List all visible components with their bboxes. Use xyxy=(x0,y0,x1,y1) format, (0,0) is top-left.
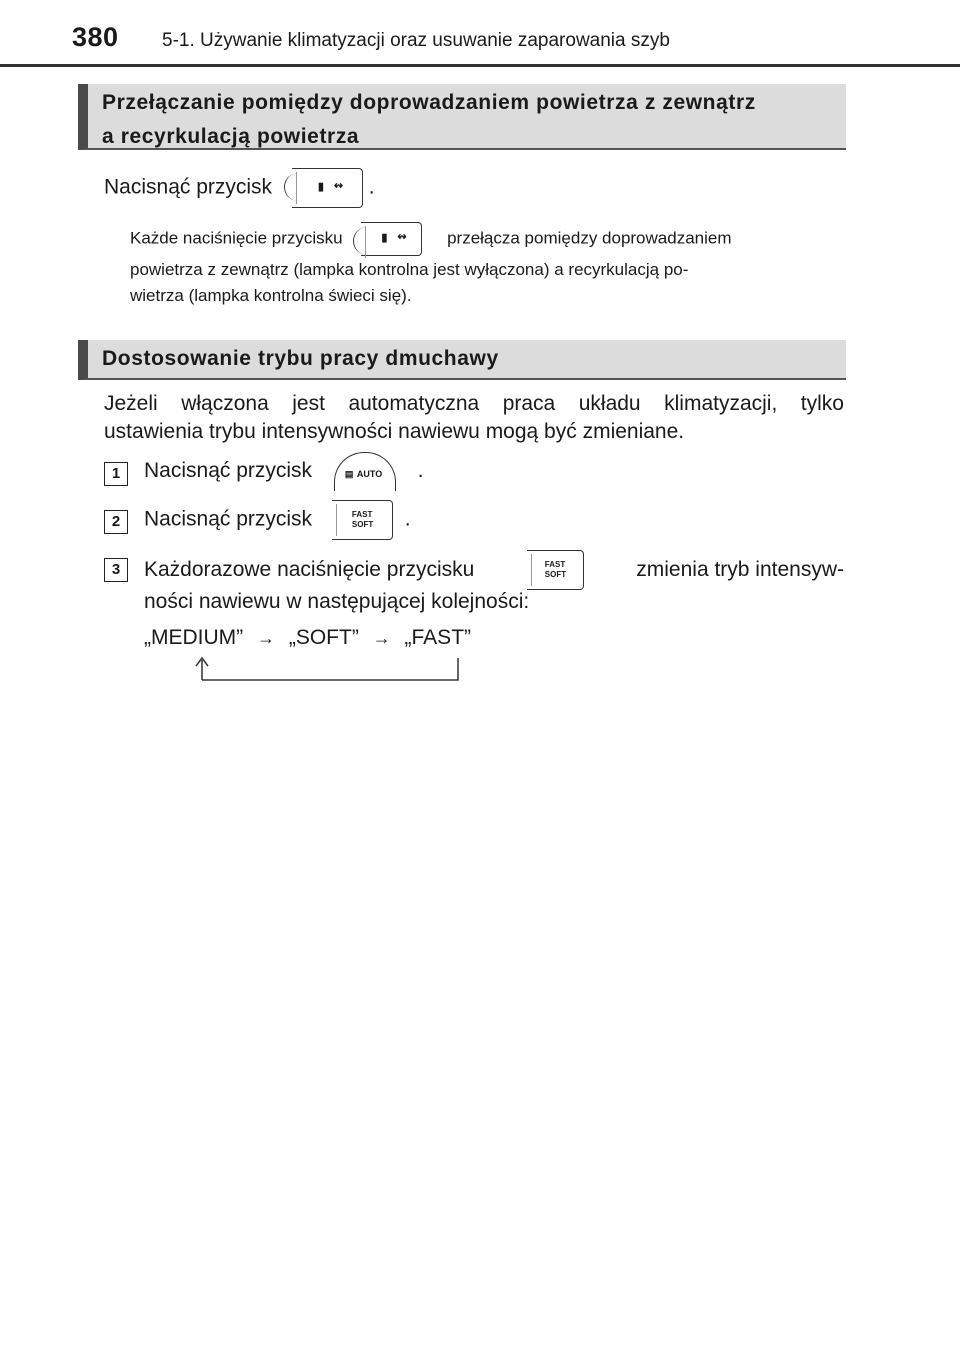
fast-label: FAST xyxy=(351,510,373,519)
bar-icon: ▮ xyxy=(381,232,388,244)
step-1-prefix: Nacisnąć przycisk xyxy=(144,459,313,483)
fast-soft-button-icon: FAST SOFT xyxy=(331,500,393,540)
auto-label: AUTO xyxy=(356,469,383,479)
auto-button-icon: ▤ AUTO xyxy=(333,452,396,491)
intro-line-1: Jeżeli włączona jest automatyczna praca … xyxy=(104,392,844,415)
chapter-title: 5-1. Używanie klimatyzacji oraz usuwanie… xyxy=(162,30,670,51)
loop-arrow-icon xyxy=(195,656,459,681)
section-heading-blower: Dostosowanie trybu pracy dmuchawy xyxy=(78,340,846,380)
step-3-line-2: ności nawiewu w następującej kolejności: xyxy=(144,590,530,613)
recirculation-button-icon: ▮ ↭ xyxy=(353,222,423,258)
page-number: 380 xyxy=(72,22,119,52)
fast-soft-button-icon: FAST SOFT xyxy=(526,550,584,590)
fast-label: FAST xyxy=(544,560,566,569)
soft-label: SOFT xyxy=(544,570,567,579)
instruction-suffix: . xyxy=(368,175,375,199)
bar-icon: ▮ xyxy=(317,181,324,193)
step-2-prefix: Nacisnąć przycisk xyxy=(144,507,313,531)
step-3-text: Każdorazowe naciśnięcie przycisku FAST S… xyxy=(144,550,844,590)
note-line-1: Każde naciśnięcie przycisku ▮ ↭ przełącz… xyxy=(130,222,732,258)
intro-line-2: ustawienia trybu intensywności nawiewu m… xyxy=(104,420,685,443)
step-badge-1: 1 xyxy=(104,462,128,486)
heading-line-1: Przełączanie pomiędzy doprowadzaniem pow… xyxy=(102,91,756,114)
header-divider xyxy=(0,64,960,67)
step-1-text: Nacisnąć przycisk ▤ AUTO . xyxy=(144,452,424,491)
step-3-prefix: Każdorazowe naciśnięcie przycisku xyxy=(144,558,475,581)
car-recirculation-icon: ↭ xyxy=(397,231,407,243)
step-1-suffix: . xyxy=(417,459,424,483)
car-recirculation-icon: ↭ xyxy=(333,180,344,192)
sequence-fast: „FAST” xyxy=(404,626,472,649)
soft-label: SOFT xyxy=(351,520,374,529)
sequence-medium: „MEDIUM” xyxy=(144,626,244,649)
arrow-right-icon: → xyxy=(372,628,391,648)
heading-text: Dostosowanie trybu pracy dmuchawy xyxy=(102,347,499,370)
arrow-right-icon: → xyxy=(257,628,275,648)
note-text-prefix: Każde naciśnięcie przycisku xyxy=(130,228,343,248)
recirculation-button-icon: ▮ ↭ xyxy=(283,168,363,208)
fan-icon: ▤ xyxy=(344,469,354,479)
step-2-suffix: . xyxy=(404,507,411,531)
step-badge-2: 2 xyxy=(104,510,128,534)
instruction-text: Nacisnąć przycisk xyxy=(104,175,273,199)
section-heading-air-intake: Przełączanie pomiędzy doprowadzaniem pow… xyxy=(78,84,846,150)
sequence-soft: „SOFT” xyxy=(288,626,359,649)
note-line-3: wietrza (lampka kontrolna świeci się). xyxy=(130,286,412,305)
instruction-recirc: Nacisnąć przycisk ▮ ↭ . xyxy=(104,168,375,208)
step-3-suffix: zmienia tryb intensyw- xyxy=(636,558,844,581)
mode-sequence: „MEDIUM” → „SOFT” → „FAST” xyxy=(144,626,471,650)
step-badge-3: 3 xyxy=(104,558,128,582)
heading-line-2: a recyrkulacją powietrza xyxy=(102,125,360,148)
step-2-text: Nacisnąć przycisk FAST SOFT . xyxy=(144,500,411,540)
note-line-2: powietrza z zewnątrz (lampka kontrolna j… xyxy=(130,260,689,279)
note-text-suffix: przełącza pomiędzy doprowadzaniem xyxy=(447,228,732,248)
